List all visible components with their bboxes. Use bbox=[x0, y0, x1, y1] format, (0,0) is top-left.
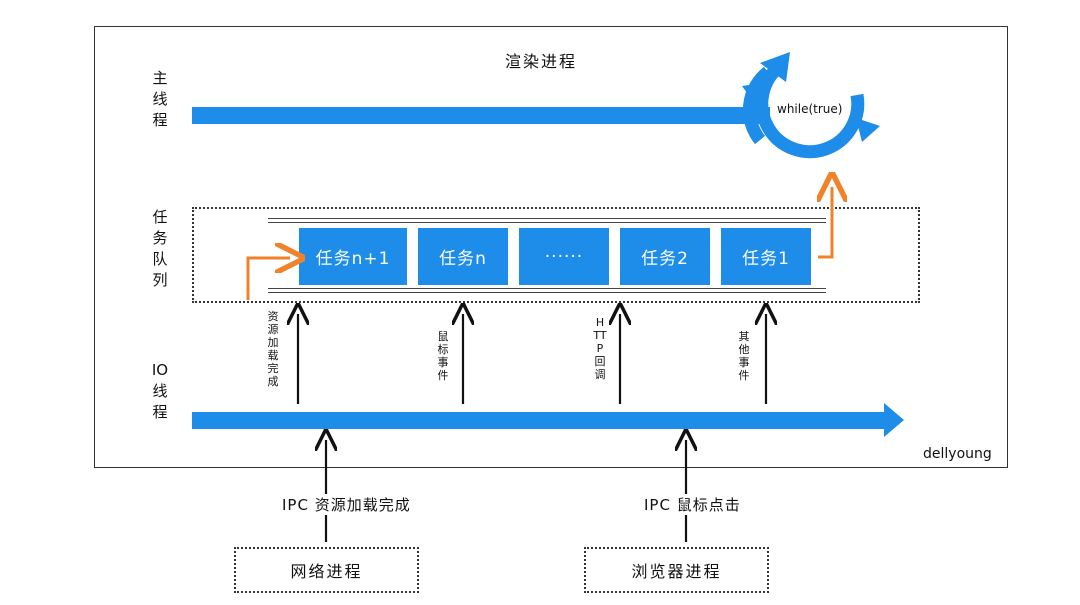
io-thread-arrowhead bbox=[884, 403, 904, 437]
io-event-label: 其他事件 bbox=[738, 330, 750, 382]
io-event-label: 鼠标事件 bbox=[437, 330, 449, 382]
task-item: 任务n+1 bbox=[299, 228, 407, 285]
task-item: 任务1 bbox=[721, 228, 811, 285]
render-process-title: 渲染进程 bbox=[505, 52, 578, 71]
browser-process-box: 浏览器进程 bbox=[584, 547, 769, 593]
task-item: 任务n bbox=[418, 228, 508, 285]
task-item: 任务2 bbox=[620, 228, 710, 285]
enqueue-arrow bbox=[246, 258, 290, 300]
io-thread-bar bbox=[192, 412, 886, 429]
network-process-box: 网络进程 bbox=[234, 547, 419, 593]
task-item: ······ bbox=[519, 228, 609, 285]
task-queue-label: 任务队列 bbox=[152, 208, 168, 289]
queue-rail-bottom bbox=[268, 288, 826, 293]
ipc-label-browser: IPC 鼠标点击 bbox=[640, 494, 745, 515]
queue-rail-top bbox=[268, 218, 826, 223]
io-event-label: 资源加载完成 bbox=[267, 310, 279, 388]
io-event-label: HTTP回调 bbox=[593, 316, 607, 381]
task-queue-box bbox=[192, 207, 920, 303]
main-thread-label: 主线程 bbox=[152, 69, 168, 129]
event-loop-label: while(true) bbox=[777, 102, 843, 116]
render-process-frame bbox=[94, 26, 1008, 468]
dequeue-arrow bbox=[818, 187, 832, 259]
author-credit: dellyoung bbox=[923, 446, 992, 462]
event-loop-circle bbox=[742, 52, 880, 159]
ipc-label-network: IPC 资源加载完成 bbox=[278, 494, 415, 515]
io-thread-label: IO线程 bbox=[151, 361, 169, 421]
main-thread-bar bbox=[192, 107, 770, 124]
